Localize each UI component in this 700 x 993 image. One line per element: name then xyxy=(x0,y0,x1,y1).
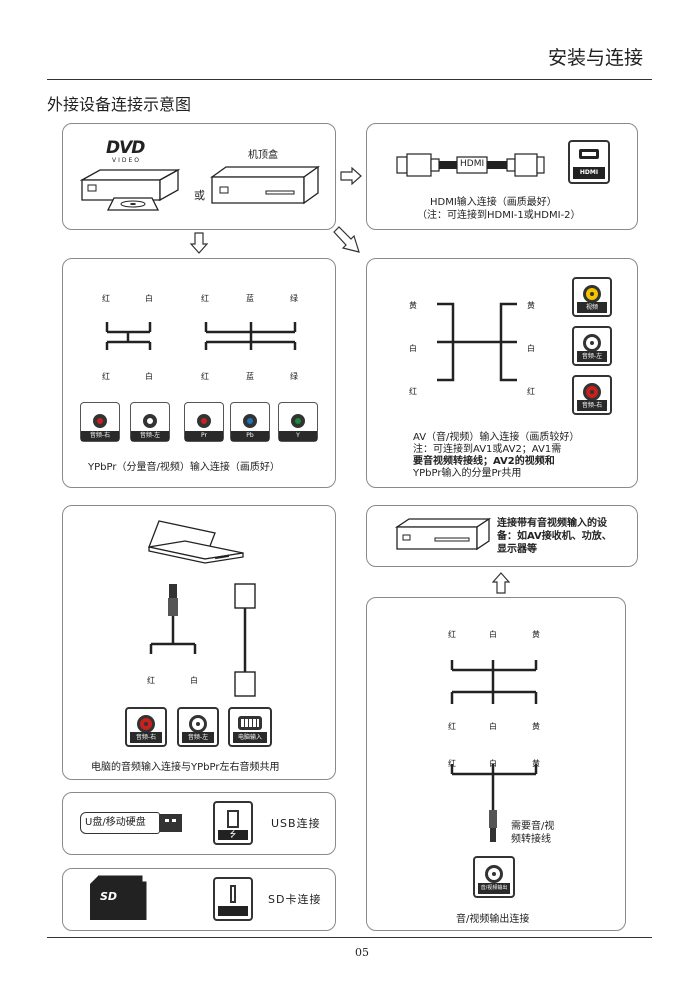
av-in-plug-3: 红 xyxy=(409,387,417,396)
av-caption-3: 要音视频转接线；AV2的视频和 xyxy=(413,456,555,467)
or-label: 或 xyxy=(194,189,205,202)
avout-top-plug-1: 红 xyxy=(448,630,456,639)
avout-mid-plug-3: 黄 xyxy=(532,722,540,731)
arrow-diagonal xyxy=(333,226,360,253)
port-pc-vga: 电脑输入 xyxy=(228,707,272,747)
plug-ypbpr-bottom-1: 红 xyxy=(102,372,110,381)
port-av-audio-l: 音频-左 xyxy=(572,326,612,366)
avout-low-plug-3: 黄 xyxy=(532,759,540,768)
ypbpr-panel xyxy=(62,258,336,488)
av-out-plug-3: 红 xyxy=(527,387,535,396)
port-av-video: 视频 xyxy=(572,277,612,317)
plug-ypbpr-y: 绿 xyxy=(290,294,298,303)
sd-card-icon xyxy=(90,875,147,920)
jack-white-icon xyxy=(189,715,207,733)
jack-red-icon xyxy=(197,414,211,428)
jack-output-icon xyxy=(485,865,503,883)
plug-ypbpr-bottom-2: 白 xyxy=(145,372,153,381)
hdmi-port: HDMI xyxy=(568,140,610,184)
hdmi-caption-2: （注：可连接到HDMI-1或HDMI-2） xyxy=(417,210,581,221)
laptop-icon xyxy=(148,520,244,564)
jack-white-icon xyxy=(143,414,157,428)
hdmi-socket-icon xyxy=(579,149,599,159)
avout-caption: 音/视频输出连接 xyxy=(456,914,530,925)
port-av-audio-r: 音频-右 xyxy=(572,375,612,415)
usb-caption: USB连接 xyxy=(271,817,321,830)
port-audio-r: 音频-右 xyxy=(80,402,120,442)
plug-ypbpr-bottom-3: 红 xyxy=(201,372,209,381)
port-av-output: 音/视频输出 xyxy=(473,856,515,898)
vga-socket-icon xyxy=(238,716,262,730)
header-rule xyxy=(47,79,652,80)
pc-cable-diagram xyxy=(149,583,256,697)
plug-ypbpr-pr: 红 xyxy=(201,294,209,303)
jack-blue-icon xyxy=(243,414,257,428)
av-in-plug-1: 黄 xyxy=(409,301,417,310)
usb-port-icon: ⭍ xyxy=(213,801,253,845)
usb-panel xyxy=(62,792,336,855)
av-caption-4: YPbPr输入的分量Pr共用 xyxy=(413,468,522,479)
adapter-note-2: 频转接线 xyxy=(511,834,551,845)
sd-card-logo: SD xyxy=(100,890,118,903)
ypbpr-cable-diagram xyxy=(105,322,297,350)
receiver-line-1: 连接带有音视频输入的设 xyxy=(497,518,607,529)
avout-mid-plug-1: 红 xyxy=(448,722,456,731)
page-number: 05 xyxy=(355,946,369,959)
jack-white-icon xyxy=(583,334,601,352)
section-title: 安装与连接 xyxy=(548,47,644,69)
avout-top-plug-3: 黄 xyxy=(532,630,540,639)
jack-red-icon xyxy=(137,715,155,733)
dvd-logo: DVD VIDEO xyxy=(106,138,145,164)
dvd-player-icon xyxy=(80,168,180,211)
arrow-right xyxy=(340,167,362,185)
arrow-up xyxy=(492,572,510,594)
plug-ypbpr-audio-r: 红 xyxy=(102,294,110,303)
receiver-icon xyxy=(395,517,491,551)
usb-plug-icon xyxy=(160,814,182,832)
sd-caption: SD卡连接 xyxy=(268,893,322,906)
av-caption-1: AV（音/视频）输入连接（画质较好） xyxy=(413,432,580,443)
port-pc-audio-r: 音频-右 xyxy=(125,707,167,747)
jack-red-icon xyxy=(93,414,107,428)
page-heading: 外接设备连接示意图 xyxy=(47,95,192,114)
av-out-plug-2: 白 xyxy=(527,344,535,353)
hdmi-cable-label: HDMI xyxy=(460,159,485,169)
av-out-plug-1: 黄 xyxy=(527,301,535,310)
ypbpr-caption: YPbPr（分量音/视频）输入连接（画质好） xyxy=(88,462,280,473)
port-y: Y xyxy=(278,402,318,442)
avout-low-plug-1: 红 xyxy=(448,759,456,768)
adapter-note-1: 需要音/视 xyxy=(511,821,555,832)
receiver-line-3: 显示器等 xyxy=(497,544,537,555)
jack-green-icon xyxy=(291,414,305,428)
pc-plug-red: 红 xyxy=(147,676,155,685)
footer-rule xyxy=(47,937,652,938)
avout-mid-plug-2: 白 xyxy=(489,722,497,731)
avout-low-plug-2: 白 xyxy=(489,759,497,768)
plug-ypbpr-bottom-5: 绿 xyxy=(290,372,298,381)
av-output-cable-diagram xyxy=(450,660,538,842)
port-pc-audio-l: 音频-左 xyxy=(177,707,219,747)
jack-red-icon xyxy=(583,383,601,401)
sd-slot-icon xyxy=(213,877,253,921)
set-top-box-icon xyxy=(210,165,320,205)
jack-yellow-icon xyxy=(583,285,601,303)
port-pb: Pb xyxy=(230,402,270,442)
usb-stick-icon: U盘/移动硬盘 xyxy=(80,812,160,834)
hdmi-cable-icon xyxy=(396,153,545,177)
stb-label: 机顶盒 xyxy=(248,150,278,161)
port-audio-l: 音频-左 xyxy=(130,402,170,442)
pc-caption: 电脑的音频输入连接与YPbPr左右音频共用 xyxy=(91,762,280,773)
plug-ypbpr-audio-l: 白 xyxy=(145,294,153,303)
av-caption-2: 注：可连接到AV1或AV2；AV1需 xyxy=(413,444,562,455)
port-pr: Pr xyxy=(184,402,224,442)
arrow-down xyxy=(190,232,208,254)
plug-ypbpr-pb: 蓝 xyxy=(246,294,254,303)
av-in-plug-2: 白 xyxy=(409,344,417,353)
pc-plug-white: 白 xyxy=(190,676,198,685)
avout-top-plug-2: 白 xyxy=(489,630,497,639)
receiver-line-2: 备：如AV接收机、功放、 xyxy=(497,531,612,542)
plug-ypbpr-bottom-4: 蓝 xyxy=(246,372,254,381)
hdmi-caption-1: HDMI输入连接（画质最好） xyxy=(430,197,557,208)
av-cable-diagram xyxy=(437,302,517,382)
